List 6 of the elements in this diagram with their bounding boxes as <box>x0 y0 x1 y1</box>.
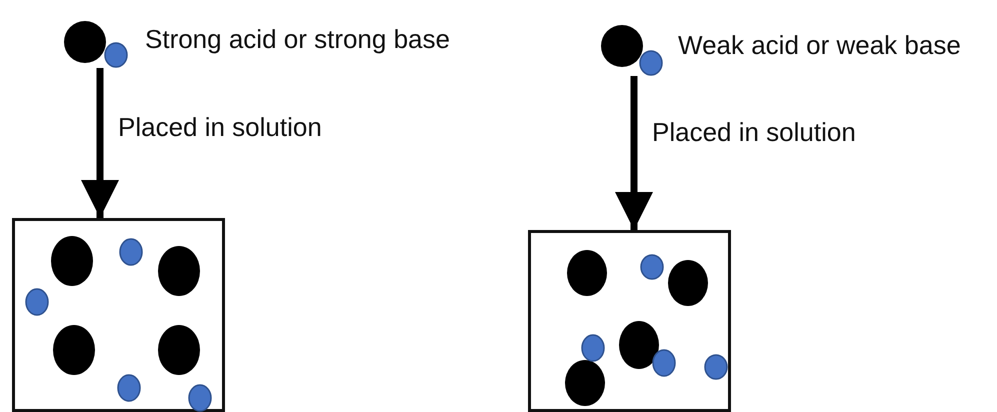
caption-text: Strong acid or strong base <box>145 24 450 55</box>
arrow <box>615 76 653 230</box>
molecule-icon <box>63 20 129 68</box>
caption-text: Weak acid or weak base <box>678 30 961 61</box>
arrow <box>81 68 119 218</box>
molecule-icon <box>600 24 664 76</box>
